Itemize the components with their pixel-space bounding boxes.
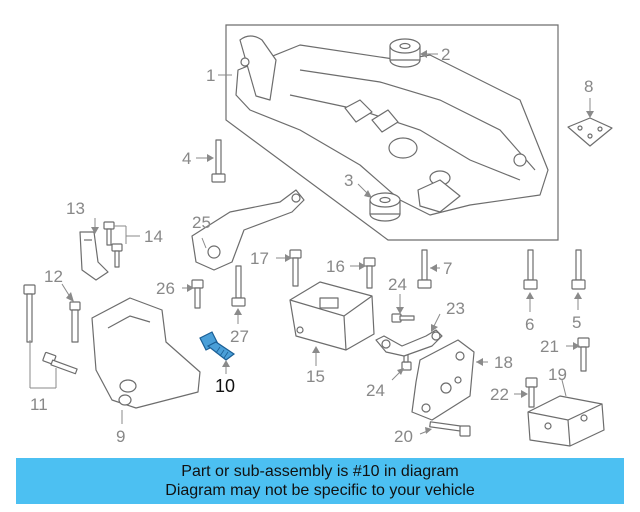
callout-24-lower: 24 xyxy=(366,381,385,400)
bolt-part-22 xyxy=(525,377,538,408)
bolt-part-21 xyxy=(577,337,590,372)
parts-diagram: 1 2 3 4 5 6 7 8 9 10 11 12 13 14 15 16 1… xyxy=(23,24,613,447)
bolt-part-11-a xyxy=(23,284,36,343)
bushing-part-2 xyxy=(389,38,421,68)
bolt-part-14 xyxy=(103,221,123,268)
callout-18: 18 xyxy=(494,353,513,372)
diagram-info-banner: Part or sub-assembly is #10 in diagram D… xyxy=(16,458,624,504)
callout-16: 16 xyxy=(326,257,345,276)
callout-6: 6 xyxy=(525,315,534,334)
mount-part-15 xyxy=(289,281,375,351)
callout-21: 21 xyxy=(540,337,559,356)
callout-5: 5 xyxy=(572,313,581,332)
bolt-part-11-b xyxy=(42,351,78,375)
callout-1: 1 xyxy=(206,66,215,85)
callout-14: 14 xyxy=(144,227,163,246)
callout-2: 2 xyxy=(441,45,450,64)
callout-12: 12 xyxy=(44,267,63,286)
callout-11: 11 xyxy=(30,395,48,414)
bolt-part-20 xyxy=(429,421,471,437)
bushing-part-3 xyxy=(369,192,401,222)
callout-15: 15 xyxy=(306,367,325,386)
callout-10-highlighted: 10 xyxy=(215,376,235,396)
callout-19: 19 xyxy=(548,365,567,384)
bolt-part-6 xyxy=(523,249,538,290)
callout-20: 20 xyxy=(394,427,413,446)
bolt-part-17 xyxy=(289,249,302,287)
callout-22: 22 xyxy=(490,385,509,404)
bolt-part-16 xyxy=(363,257,376,289)
callout-3: 3 xyxy=(344,171,353,190)
callout-4: 4 xyxy=(182,149,191,168)
banner-line-part-number: Part or sub-assembly is #10 in diagram xyxy=(181,463,459,480)
callout-13: 13 xyxy=(66,199,85,218)
bolt-part-5 xyxy=(571,249,586,290)
callout-25: 25 xyxy=(192,213,211,232)
callout-7: 7 xyxy=(443,259,452,278)
mount-part-19 xyxy=(527,395,605,447)
banner-line-disclaimer: Diagram may not be specific to your vehi… xyxy=(165,482,475,499)
bolt-part-10 xyxy=(199,331,236,361)
bolt-part-24-a xyxy=(391,313,415,323)
callout-27: 27 xyxy=(230,327,249,346)
callout-17: 17 xyxy=(250,249,269,268)
subframe-part-1 xyxy=(225,24,559,241)
mount-part-9 xyxy=(91,297,201,409)
bracket-part-13 xyxy=(79,231,109,281)
plate-part-8 xyxy=(567,117,613,147)
callout-labels: 1 2 3 4 5 6 7 8 9 10 11 12 13 14 15 16 1… xyxy=(30,45,593,446)
bolt-part-27 xyxy=(231,265,246,307)
link-part-23 xyxy=(375,329,443,357)
leader-lines xyxy=(29,50,594,435)
callout-9: 9 xyxy=(116,427,125,446)
bracket-part-18 xyxy=(411,339,475,421)
bolt-part-7 xyxy=(417,249,432,289)
bolt-part-12 xyxy=(69,301,81,343)
callout-23: 23 xyxy=(446,299,465,318)
bolt-part-26 xyxy=(191,279,204,309)
callout-8: 8 xyxy=(584,77,593,96)
callout-26: 26 xyxy=(156,279,175,298)
link-part-25 xyxy=(191,189,305,271)
bolt-part-4 xyxy=(211,139,226,183)
callout-24-upper: 24 xyxy=(388,275,407,294)
